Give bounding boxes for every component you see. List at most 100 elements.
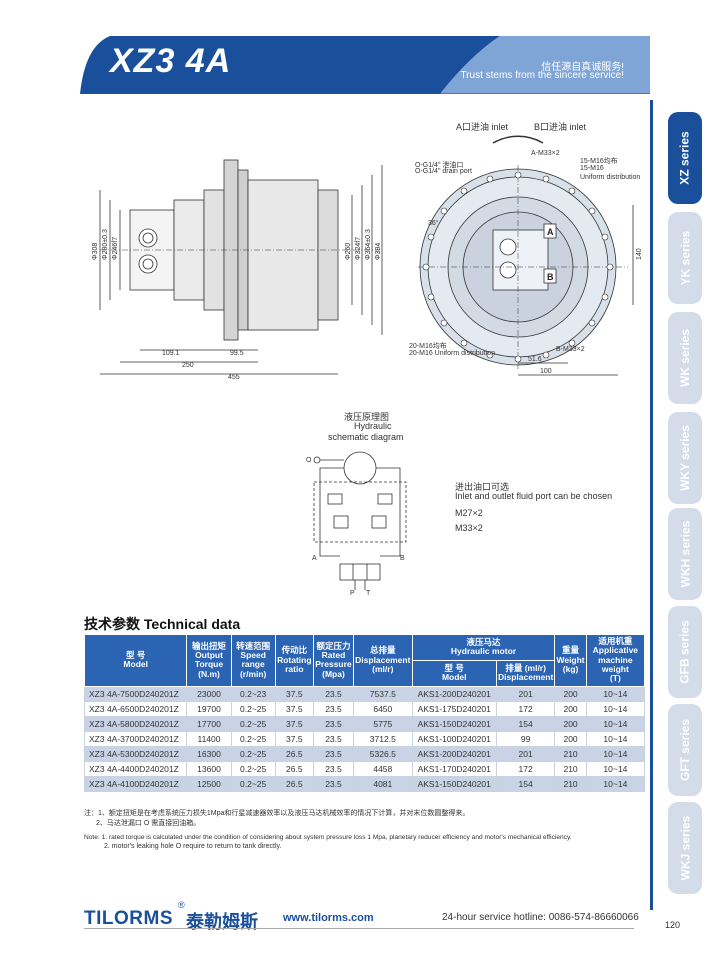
table-cell: AKS1-150D240201	[411, 775, 497, 792]
schematic-title-en2: schematic diagram	[328, 432, 404, 442]
table-cell: 0.2~25	[230, 760, 276, 777]
brand-logo: TILORMS	[84, 908, 173, 929]
tab-gft-series[interactable]: GFT series	[668, 704, 702, 796]
bolt-holes	[422, 171, 614, 363]
schematic-title-cn: 液压原理图	[344, 412, 390, 422]
tab-label: WKY series	[678, 425, 692, 491]
tab-wky-series[interactable]: WKY series	[668, 412, 702, 504]
table-cell: 154	[495, 775, 556, 792]
table-cell: AKS1-100D240201	[411, 730, 497, 747]
table-cell: 10~14	[585, 685, 646, 702]
table-cell: 210	[554, 775, 587, 792]
table-cell: 37.5	[274, 715, 314, 732]
table-cell: 10~14	[585, 730, 646, 747]
table-cell: 0.2~23	[230, 685, 276, 702]
slogan-cn: 信任源自真诚服务!	[541, 62, 624, 73]
table-cell: 10~14	[585, 700, 646, 717]
dim-246: Φ246f7	[112, 237, 119, 260]
dim-364: Φ364±0.3	[365, 229, 372, 260]
dim-260: Φ260	[345, 243, 352, 260]
table-cell: 10~14	[585, 760, 646, 777]
tab-wkj-series[interactable]: WKJ series	[668, 802, 702, 894]
holes-15-a: 15-M16	[580, 165, 604, 172]
tab-label: GFT series	[678, 718, 692, 782]
tab-wk-series[interactable]: WK series	[668, 312, 702, 404]
tab-label: WKJ series	[678, 815, 693, 881]
schematic-port-b: B	[400, 555, 405, 562]
table-cell: 4458	[353, 760, 413, 777]
tab-label: WKH series	[678, 520, 693, 588]
table-cell: 10~14	[585, 715, 646, 732]
th-motor-displacement: 排量 (ml/r)Displacement	[495, 659, 556, 687]
table-cell: 154	[495, 715, 556, 732]
dim-51-6: 51.6	[528, 356, 542, 363]
tab-label: WK series	[678, 328, 692, 388]
schematic-port-o: O	[306, 457, 312, 464]
holes-15-b: Uniform distribution	[580, 174, 641, 181]
banner-shape	[80, 36, 650, 94]
dim-109: 109.1	[162, 350, 180, 357]
port-note-cn: 进出油口可选	[455, 482, 510, 492]
table-cell: 0.2~25	[230, 745, 276, 762]
angle-label: 36°	[428, 219, 439, 227]
table-cell: 26.5	[274, 775, 314, 792]
table-cell: 0.2~25	[230, 715, 276, 732]
port-note-en: Inlet and outlet fluid port can be chose…	[455, 491, 613, 501]
table-cell: AKS1-170D240201	[411, 760, 497, 777]
tab-gfb-series[interactable]: GFB series	[668, 606, 702, 698]
table-cell: 23.5	[312, 685, 355, 702]
table-cell: 23000	[186, 685, 232, 702]
dim-394: Φ394	[375, 243, 382, 260]
schematic-port-p: P	[350, 590, 355, 596]
dim-250: 250	[182, 362, 194, 369]
table-cell: 7537.5	[353, 685, 413, 702]
port-a-label: A-M33×2	[531, 150, 560, 157]
hydraulic-schematic: A B P T O	[306, 451, 407, 596]
website-link[interactable]: www.tilorms.com	[283, 912, 374, 924]
holes-20-en: 20-M16 Uniform distribution	[409, 350, 495, 357]
table-cell: 23.5	[312, 775, 355, 792]
table-cell: 172	[495, 700, 556, 717]
table-cell: 0.2~25	[230, 700, 276, 717]
dim-455: 455	[228, 374, 240, 380]
port-a-mark: A	[547, 227, 554, 237]
tab-xz-series[interactable]: XZ series	[668, 112, 702, 204]
dim-100: 100	[540, 368, 552, 375]
table-cell: AKS1-175D240201	[411, 700, 497, 717]
table-cell: 26.5	[274, 745, 314, 762]
port-option-1: M27×2	[455, 508, 483, 518]
table-cell: 0.2~25	[230, 775, 276, 792]
tab-label: YK series	[678, 230, 693, 286]
table-cell: 23.5	[312, 745, 355, 762]
tab-label: GFB series	[678, 620, 692, 684]
table-cell: 200	[554, 700, 587, 717]
tab-wkh-series[interactable]: WKH series	[668, 508, 702, 600]
note-cn-2: 2、马达泄漏口 O 需直接回油箱。	[96, 820, 201, 827]
table-cell: 4081	[353, 775, 413, 792]
table-cell: 201	[495, 685, 556, 702]
table-cell: 6450	[353, 700, 413, 717]
table-cell: 17700	[186, 715, 232, 732]
table-cell: XZ3 4A-4100D240201Z	[83, 775, 188, 792]
table-cell: 11400	[186, 730, 232, 747]
tab-label: XZ series	[678, 131, 692, 185]
tab-yk-series[interactable]: YK series	[668, 212, 702, 304]
slogan-en: Trust stems from the sincere service!	[460, 70, 624, 81]
table-cell: 23.5	[312, 730, 355, 747]
table-cell: 200	[554, 685, 587, 702]
dim-99: 99.5	[230, 350, 244, 357]
port-option-2: M33×2	[455, 523, 483, 533]
schematic-title-en1: Hydraulic	[354, 421, 392, 431]
drain-en-label: O-G1/4" drain port	[415, 168, 472, 175]
dim-324: Φ324f7	[355, 237, 362, 260]
table-cell: 12500	[186, 775, 232, 792]
side-view-drawing: Φ308 Φ280±0.3 Φ246f7 Φ260 Φ324f7 Φ364±0.…	[92, 159, 383, 380]
